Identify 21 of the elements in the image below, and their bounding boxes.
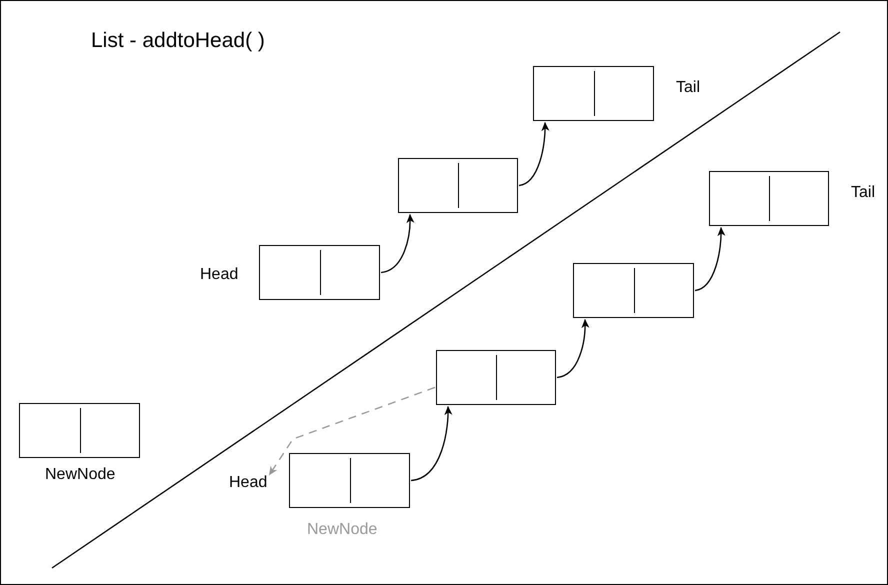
list-node-box [398,158,518,213]
list-node-box [289,453,410,508]
pointer-label: Head [229,474,268,492]
diagram-title: List - addtoHead( ) [91,29,265,52]
list-node-box [259,245,380,300]
arrow [380,214,414,274]
arrow [694,227,726,292]
list-node-box [436,350,556,405]
list-node-box [533,66,654,121]
list-node-box [709,171,829,226]
node-caption: NewNode [45,466,116,484]
list-node-box [573,263,694,318]
list-node-box [19,403,140,458]
node-caption: NewNode [307,521,378,539]
pointer-label: Tail [851,184,876,202]
pointer-label: Head [200,266,238,284]
arrow [518,122,550,186]
arrow [410,406,452,482]
pointer-label: Tail [676,79,700,97]
dashed-arrow [268,386,436,476]
arrow [556,319,590,378]
